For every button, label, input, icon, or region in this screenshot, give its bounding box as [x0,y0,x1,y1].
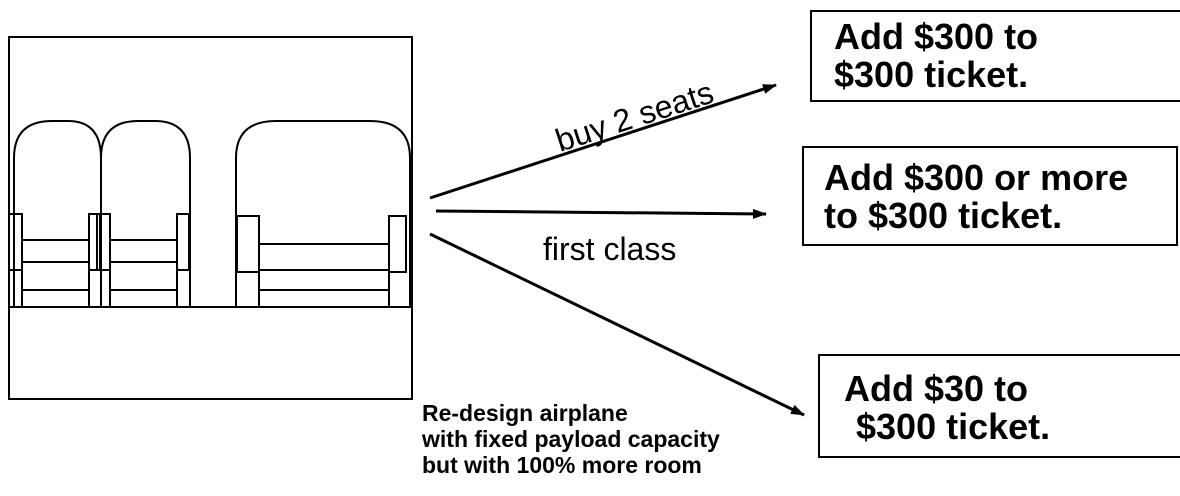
caption-line: with fixed payload capacity [422,426,720,452]
redesign-caption: Re-design airplane with fixed payload ca… [422,400,720,478]
airplane-seats-illustration [9,37,412,399]
outcome-line: Add $300 to [834,18,1180,56]
outcome-line: Add $30 to [844,370,1180,408]
outcome-line: to $300 ticket. [824,197,1176,235]
label-buy-two-seats: buy 2 seats [551,74,718,159]
seat-wide-right [236,121,410,306]
outcome-line: $300 ticket. [844,408,1180,446]
seat-frame [9,37,412,399]
arrow-first-class [436,211,766,214]
caption-line: but with 100% more room [422,452,720,478]
outcome-line: Add $300 or more [824,159,1176,197]
caption-line: Re-design airplane [422,400,720,426]
outcome-box-redesign: Add $30 to $300 ticket. [818,354,1180,458]
seat-narrow-middle [97,121,190,306]
label-first-class: first class [543,231,676,267]
outcome-box-buy-two-seats: Add $300 to $300 ticket. [810,10,1180,102]
outcome-line: $300 ticket. [834,56,1180,94]
seat-narrow-left [9,121,101,306]
outcome-box-first-class: Add $300 or more to $300 ticket. [802,146,1178,246]
